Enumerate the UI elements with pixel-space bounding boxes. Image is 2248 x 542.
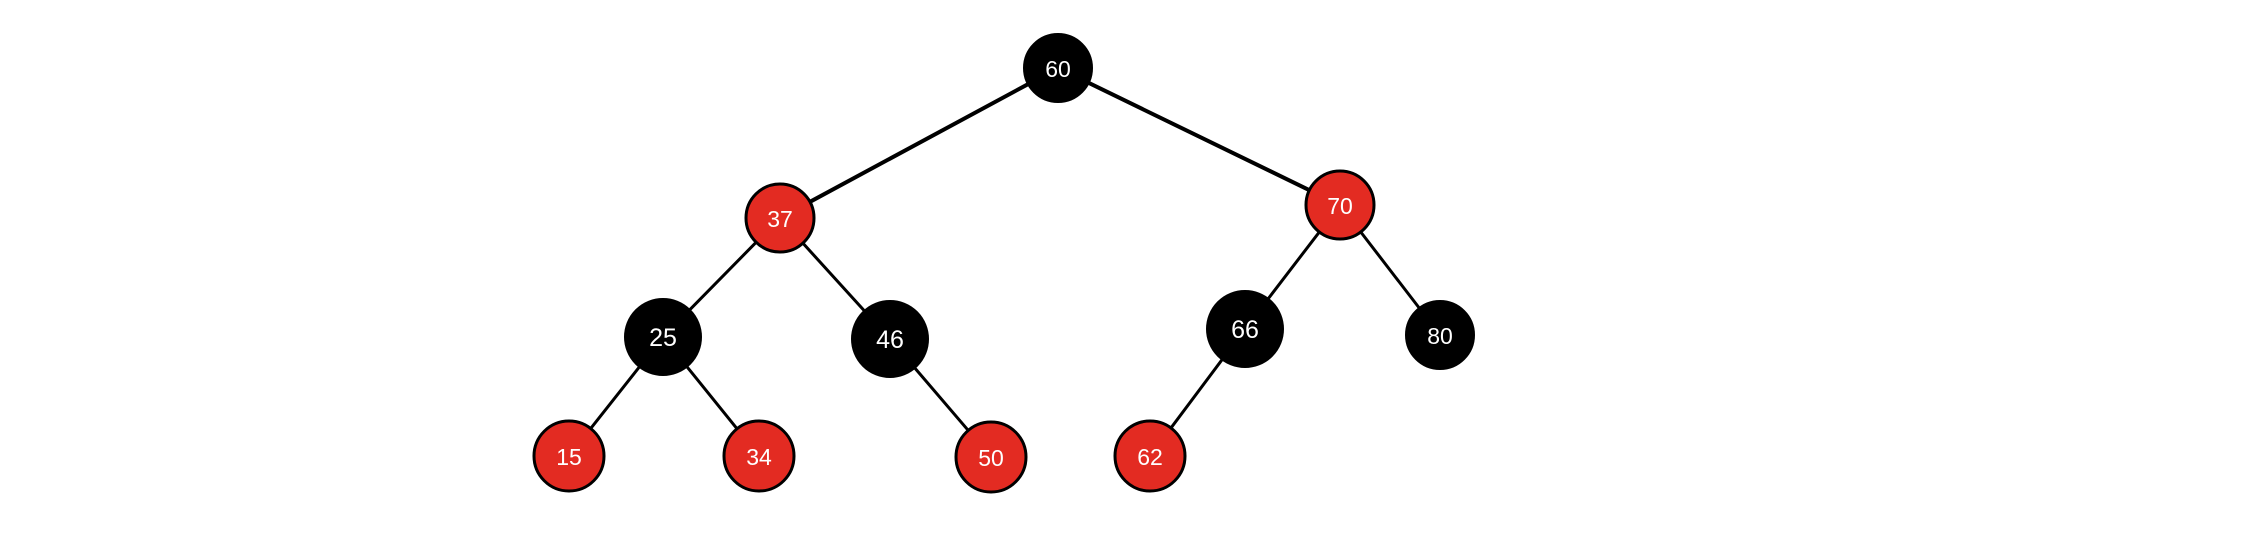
tree-edge xyxy=(911,364,972,434)
tree-node[interactable]: 62 xyxy=(1113,419,1187,493)
node-label: 37 xyxy=(767,206,793,232)
node-circle-black[interactable] xyxy=(1405,300,1475,370)
tree-node[interactable]: 25 xyxy=(624,298,702,376)
tree-edge xyxy=(1168,356,1225,432)
node-circle-red[interactable] xyxy=(954,420,1028,494)
tree-edge xyxy=(684,363,740,432)
node-circle-red[interactable] xyxy=(532,419,606,493)
tree-node[interactable]: 50 xyxy=(954,420,1028,494)
tree-node[interactable]: 34 xyxy=(722,419,796,493)
node-circle-red[interactable] xyxy=(744,182,816,254)
node-label: 15 xyxy=(556,444,582,470)
node-label: 46 xyxy=(876,326,904,354)
node-circle-black[interactable] xyxy=(1206,290,1284,368)
node-circle-red[interactable] xyxy=(722,419,796,493)
nodes-group: 60 37 70 25 46 66 80 15 34 50 62 xyxy=(532,33,1475,494)
tree-edge xyxy=(686,239,760,313)
node-label: 62 xyxy=(1137,444,1163,470)
tree-node[interactable]: 60 xyxy=(1023,33,1093,103)
node-label: 70 xyxy=(1327,193,1353,219)
tree-edge xyxy=(1265,228,1323,302)
node-label: 50 xyxy=(978,445,1004,471)
tree-node[interactable]: 80 xyxy=(1405,300,1475,370)
tree-edge xyxy=(587,363,643,432)
tree-node[interactable]: 15 xyxy=(532,419,606,493)
node-label: 80 xyxy=(1427,323,1453,349)
tree-node[interactable]: 46 xyxy=(851,300,929,378)
tree-edge xyxy=(1084,79,1314,194)
node-circle-black[interactable] xyxy=(624,298,702,376)
node-label: 34 xyxy=(746,444,772,470)
tree-edge xyxy=(806,81,1032,205)
tree-edge xyxy=(1358,228,1422,312)
edges-group xyxy=(587,79,1422,434)
tree-node[interactable]: 70 xyxy=(1304,169,1376,241)
node-label: 66 xyxy=(1231,316,1259,344)
node-circle-black[interactable] xyxy=(1023,33,1093,103)
node-circle-black[interactable] xyxy=(851,300,929,378)
tree-node[interactable]: 66 xyxy=(1206,290,1284,368)
node-circle-red[interactable] xyxy=(1113,419,1187,493)
tree-node[interactable]: 37 xyxy=(744,182,816,254)
node-circle-red[interactable] xyxy=(1304,169,1376,241)
node-label: 60 xyxy=(1045,56,1071,82)
tree-edge xyxy=(800,240,868,314)
node-label: 25 xyxy=(649,324,677,352)
